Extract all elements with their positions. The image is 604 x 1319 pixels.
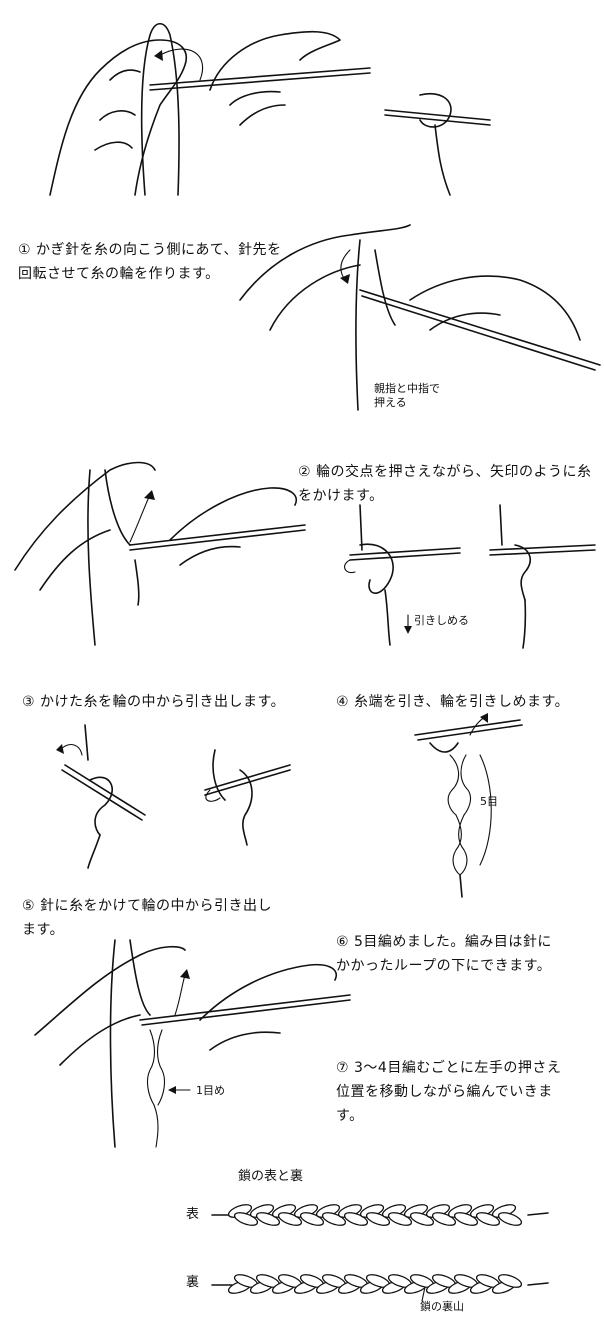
chain-front-label: 表 xyxy=(186,1207,200,1222)
step4-caption: ④ 糸端を引き、輪を引きしめます。 xyxy=(336,694,570,710)
chain-stitch xyxy=(497,1274,523,1288)
step3-caption: ③ かけた糸を輪の中から引き出します。 xyxy=(22,694,286,710)
chain-stitch xyxy=(277,1212,303,1226)
chain-stitch xyxy=(255,1212,281,1226)
chain-stitch xyxy=(321,1212,347,1226)
chain-stitch xyxy=(431,1212,457,1226)
step1-loop-detail xyxy=(380,90,500,200)
step5-caption: ⑤ 針に糸をかけて輪の中から引き出し ます。 xyxy=(22,898,273,938)
chain-back-illustration xyxy=(210,1265,550,1305)
chain-stitch xyxy=(365,1212,391,1226)
step7-note: 1目め xyxy=(196,1084,225,1097)
step7-hands-illustration xyxy=(30,925,351,1150)
chain-front-illustration xyxy=(210,1195,550,1235)
step2-caption: ② 輪の交点を押さえながら、矢印のように糸 をかけます。 xyxy=(298,464,592,504)
chain-stitch xyxy=(453,1212,479,1226)
step4-note: 引きしめる xyxy=(414,614,469,627)
chain-section-title: 鎖の表と裏 xyxy=(238,1169,304,1184)
step7-caption: ⑦ 3〜4目編むごとに左手の押さえ 位置を移動しながら編んでいきま す。 xyxy=(336,1060,562,1124)
chain-back-note: 鎖の裏山 xyxy=(420,1300,464,1313)
step1-caption: ① かぎ針を糸の向こう側にあて、針先を 回転させて糸の輪を作ります。 xyxy=(18,242,282,282)
step4-tighten-illustration xyxy=(330,500,600,650)
chain-stitch xyxy=(387,1212,413,1226)
step5-hook-illustration xyxy=(50,720,291,870)
step6-caption: ⑥ 5目編めました。編み目は針に かかったループの下にできます。 xyxy=(336,934,552,974)
step3-hands-illustration xyxy=(10,450,310,650)
chain-stitch xyxy=(409,1212,435,1226)
step6-note: 5目 xyxy=(480,795,498,808)
chain-back-label: 裏 xyxy=(186,1275,200,1290)
step2-hands-illustration xyxy=(230,210,601,420)
chain-stitch xyxy=(475,1212,501,1226)
step6-chain-illustration xyxy=(410,713,530,900)
chain-stitch xyxy=(299,1212,325,1226)
chain-stitch xyxy=(497,1212,523,1226)
step2-note: 親指と中指で 押える xyxy=(374,382,440,409)
chain-stitch xyxy=(233,1212,259,1226)
step1-hands-illustration xyxy=(40,10,380,210)
chain-stitch xyxy=(343,1212,369,1226)
